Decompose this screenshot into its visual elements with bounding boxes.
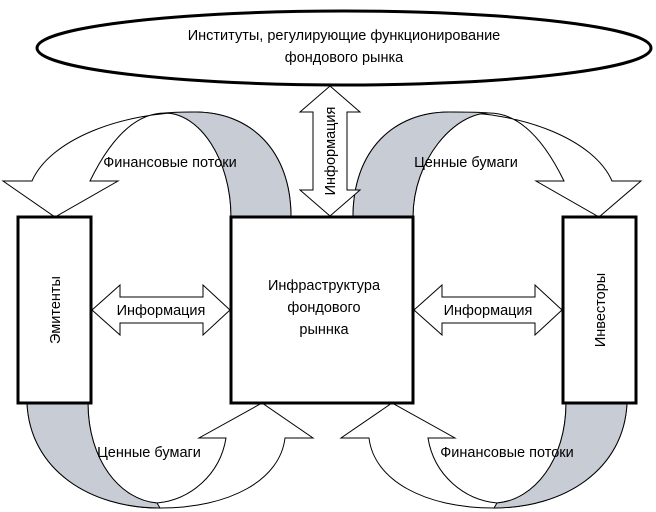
financial-flow-top-left-arrow [1, 111, 292, 218]
institutions-label-1: Институты, регулирующие функционирование [188, 28, 501, 44]
infrastructure-label-3: рыннка [299, 322, 349, 338]
infrastructure-label-2: фондового [287, 300, 360, 316]
info-left-label: Информация [117, 303, 206, 319]
info-vertical-label: Информация [323, 107, 339, 196]
info-right-label: Информация [444, 303, 533, 319]
institutions-label-2: фондового рынка [285, 50, 404, 66]
issuers-label: Эмитенты [48, 276, 64, 344]
flow-label-top-left: Финансовые потоки [103, 155, 236, 171]
flow-label-top-right: Ценные бумаги [414, 155, 518, 171]
infrastructure-box [229, 215, 415, 405]
infrastructure-label-1: Инфраструктура [268, 278, 381, 294]
financial-flow-bottom-right-arrow [339, 402, 628, 509]
securities-bottom-left-arrow [26, 402, 315, 509]
institutions-ellipse [35, 9, 653, 87]
flow-label-bottom-right: Финансовые потоки [440, 445, 573, 461]
flow-label-bottom-left: Ценные бумаги [97, 445, 201, 461]
issuers-box [16, 215, 93, 405]
securities-top-right-arrow [352, 111, 643, 218]
investors-label: Инвесторы [593, 273, 609, 347]
investors-box [561, 215, 638, 405]
